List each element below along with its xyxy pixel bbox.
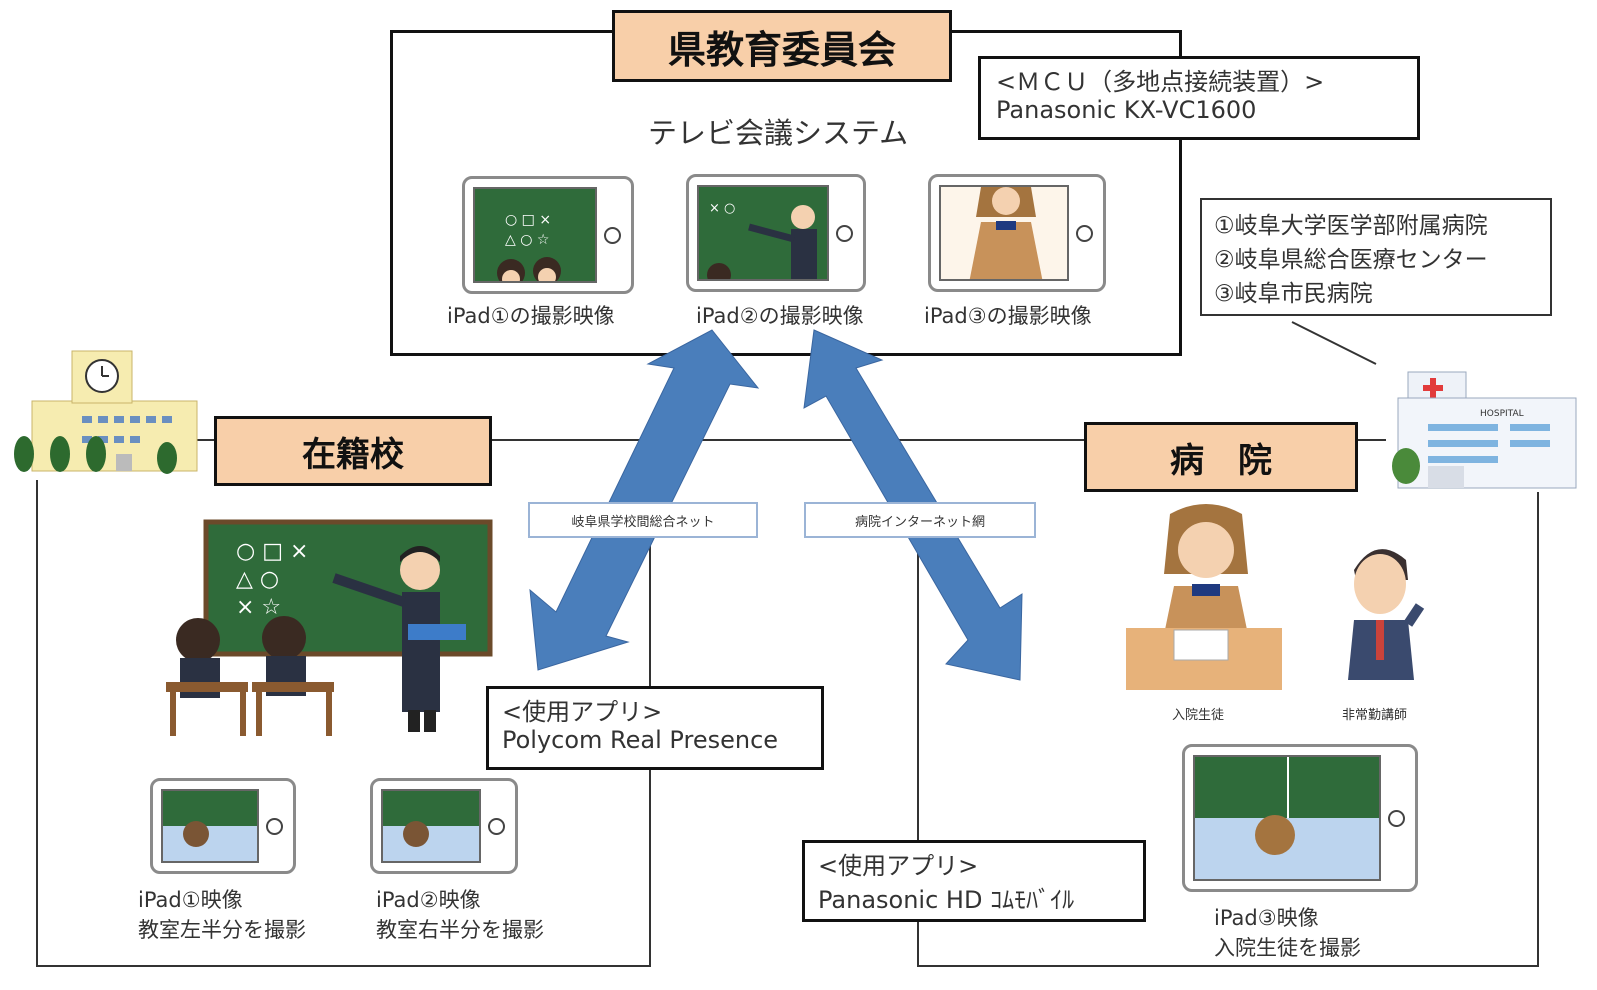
teacher-icon — [332, 546, 466, 732]
school-building-icon — [14, 350, 198, 474]
school-app-heading: <使用アプリ> — [502, 698, 663, 726]
patient-icon — [1126, 504, 1282, 690]
school-app-box — [486, 686, 824, 770]
hospital-list-item-1: ①岐阜大学医学部附属病院 — [1214, 213, 1488, 239]
teacher-icon: × ○ — [707, 201, 817, 279]
school-ipad2-preview — [370, 778, 518, 874]
hospital-sign: HOSPITAL — [1480, 409, 1524, 419]
school-app-name: Polycom Real Presence — [502, 726, 779, 754]
school-ipad1-title: iPad①映像 — [138, 888, 243, 912]
ipad3-caption: iPad③の撮影映像 — [924, 304, 1092, 328]
hospital-app-name: Panasonic HD ｺﾑﾓﾊﾞｲﾙ — [818, 886, 1075, 914]
school-title: 在籍校 — [214, 416, 492, 486]
mcu-box — [978, 56, 1420, 140]
doctor-icon — [1348, 549, 1425, 680]
classroom-scene: ○ □ × △ ○ × ☆ — [166, 519, 493, 736]
ipad2-caption: iPad②の撮影映像 — [696, 304, 864, 328]
svg-text:× ☆: × ☆ — [236, 595, 281, 620]
home-button-icon — [266, 818, 283, 835]
school-network-label: 岐阜県学校間総合ネット — [528, 502, 758, 538]
hospital-ipad3-desc: 入院生徒を撮影 — [1214, 936, 1361, 960]
school-ipad1-preview — [150, 778, 296, 874]
home-button-icon — [488, 818, 505, 835]
svg-text:○ □ ×: ○ □ × — [505, 212, 551, 228]
svg-text:△ ○ ☆: △ ○ ☆ — [505, 232, 549, 248]
board-title: 県教育委員会 — [612, 10, 952, 82]
hospital-network-label: 病院インターネット網 — [804, 502, 1036, 538]
mcu-title: <ＭＣＵ（多地点接続装置）> — [996, 68, 1325, 96]
ipad1-caption: iPad①の撮影映像 — [447, 304, 615, 328]
home-button-icon — [836, 225, 853, 242]
school-ipad2-desc: 教室右半分を撮影 — [376, 918, 544, 942]
chalkboard-icon: ○ □ × △ ○ ☆ — [497, 212, 561, 281]
svg-text:△ ○: △ ○ — [236, 567, 279, 592]
hospital-building-icon: HOSPITAL — [1392, 371, 1577, 489]
school-link-arrow-icon — [529, 329, 760, 671]
hospital-app-heading: <使用アプリ> — [818, 852, 979, 880]
ipad2-screen-preview: × ○ — [686, 174, 866, 292]
teacher-label: 非常勤講師 — [1342, 708, 1408, 723]
hospital-ipad3-title: iPad③映像 — [1214, 906, 1319, 930]
ipad1-screen-preview: ○ □ × △ ○ ☆ — [462, 176, 634, 294]
home-button-icon — [1388, 810, 1405, 827]
hospital-ipad3-preview — [1182, 744, 1418, 892]
students-icon — [166, 616, 334, 736]
svg-text:× ○: × ○ — [709, 201, 735, 216]
hospital-list-item-3: ③岐阜市民病院 — [1214, 281, 1373, 307]
hospital-list-item-2: ②岐阜県総合医療センター — [1214, 247, 1488, 273]
hospital-title: 病 院 — [1084, 422, 1358, 492]
patient-icon — [969, 187, 1043, 279]
home-button-icon — [604, 227, 621, 244]
school-ipad2-title: iPad②映像 — [376, 888, 481, 912]
system-label: テレビ会議システム — [648, 116, 909, 150]
ipad3-screen-preview — [928, 174, 1106, 292]
svg-text:○ □ ×: ○ □ × — [236, 539, 308, 564]
hospital-app-box — [802, 840, 1146, 922]
school-ipad1-desc: 教室左半分を撮影 — [138, 918, 306, 942]
home-button-icon — [1076, 225, 1093, 242]
patient-label: 入院生徒 — [1172, 708, 1225, 723]
hospital-list-box — [1200, 198, 1552, 316]
mcu-model: Panasonic KX-VC1600 — [996, 96, 1257, 124]
